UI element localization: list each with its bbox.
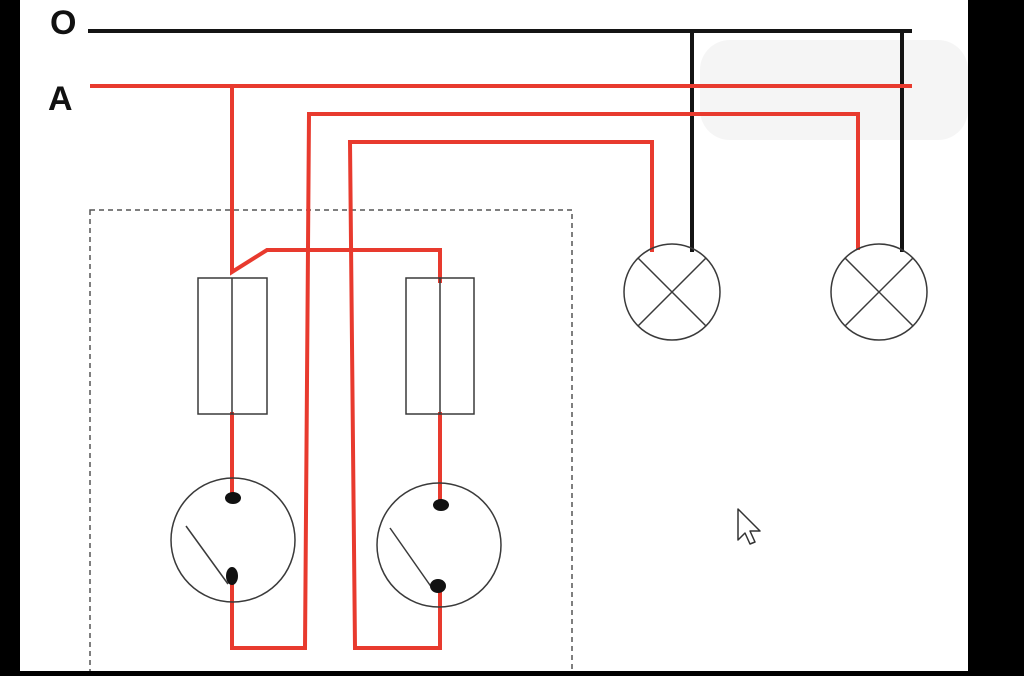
switch-1-to-lamp-2 <box>230 112 860 650</box>
switch-2-bottom-contact <box>430 579 446 593</box>
lamp-1 <box>623 243 721 341</box>
neutral-wires <box>88 29 912 252</box>
phase-wires <box>90 84 912 650</box>
switch-1-bottom-contact <box>226 567 238 585</box>
switch-1-top-contact <box>225 492 241 504</box>
switch-2 <box>376 482 502 608</box>
phase-feed-to-fuses <box>230 86 442 283</box>
distribution-board <box>89 209 573 676</box>
mouse-cursor-icon <box>737 508 761 545</box>
fuse-2 <box>405 277 475 415</box>
switch-1 <box>170 477 296 603</box>
overlay-bubble <box>700 40 968 140</box>
switch-2-to-lamp-1 <box>347 140 654 650</box>
lamp-2 <box>830 243 928 341</box>
phase-line-label: A <box>48 80 73 118</box>
fuse-1 <box>197 277 268 415</box>
switch-2-top-contact <box>433 499 449 511</box>
neutral-line-label: O <box>50 4 76 42</box>
